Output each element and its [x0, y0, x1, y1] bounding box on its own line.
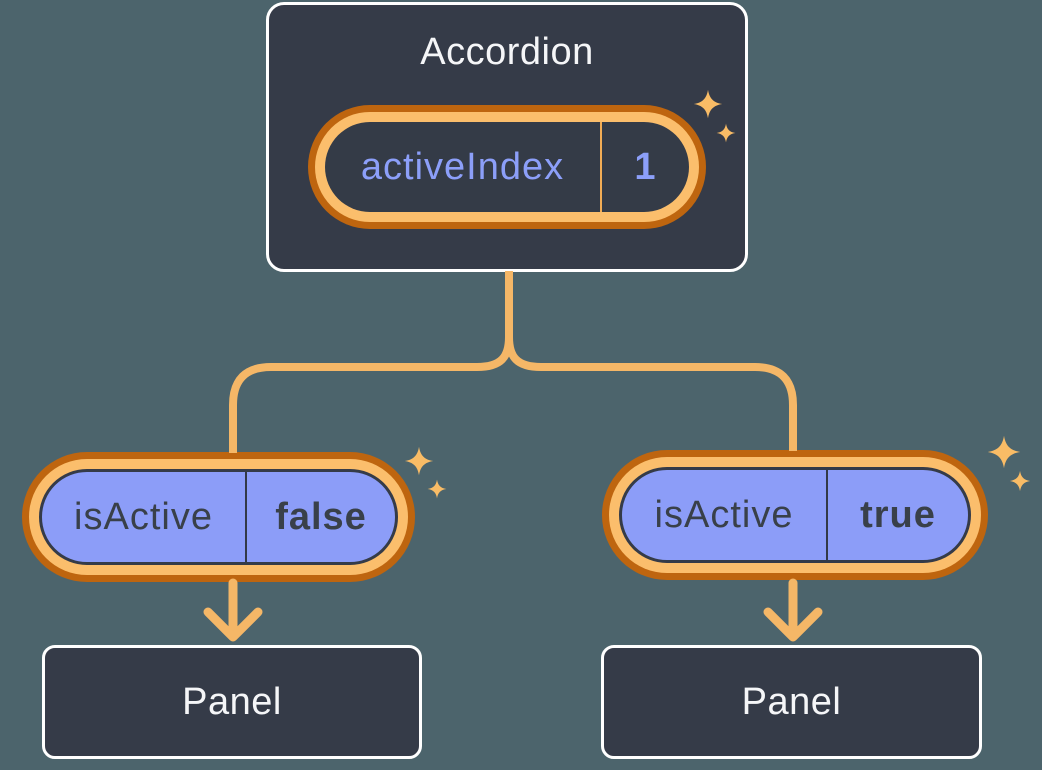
prop-value: true	[826, 470, 968, 560]
prop-name: isActive	[654, 493, 794, 536]
sparkle-icon	[404, 446, 434, 476]
sparkle-icon	[427, 479, 447, 499]
state-pill-ring: activeIndex 1	[315, 112, 699, 222]
panel-title: Panel	[741, 680, 842, 723]
panel-title: Panel	[182, 680, 282, 723]
prop-pill-core: isActive false	[39, 469, 398, 565]
state-pill-activeindex: activeIndex 1	[308, 105, 706, 229]
prop-pill-isactive-true: isActive true	[602, 450, 988, 580]
sparkle-icon	[987, 435, 1021, 469]
state-name: activeIndex	[360, 145, 565, 188]
prop-pill-ring: isActive true	[609, 457, 981, 573]
arrow-down-left-icon	[203, 578, 263, 642]
prop-pill-ring: isActive false	[29, 459, 408, 575]
accordion-component-node: Accordion activeIndex 1	[266, 2, 748, 272]
state-pill-core: activeIndex 1	[325, 122, 689, 212]
sparkle-icon	[1009, 470, 1031, 492]
prop-name: isActive	[74, 495, 213, 538]
prop-value: false	[245, 472, 395, 562]
panel-component-node-left: Panel	[42, 645, 422, 759]
prop-pill-core: isActive true	[619, 467, 971, 563]
accordion-title: Accordion	[420, 31, 594, 73]
panel-component-node-right: Panel	[601, 645, 982, 759]
prop-pill-isactive-false: isActive false	[22, 452, 415, 582]
tree-connector	[229, 271, 797, 453]
arrow-down-right-icon	[763, 578, 823, 642]
state-value: 1	[600, 122, 689, 212]
